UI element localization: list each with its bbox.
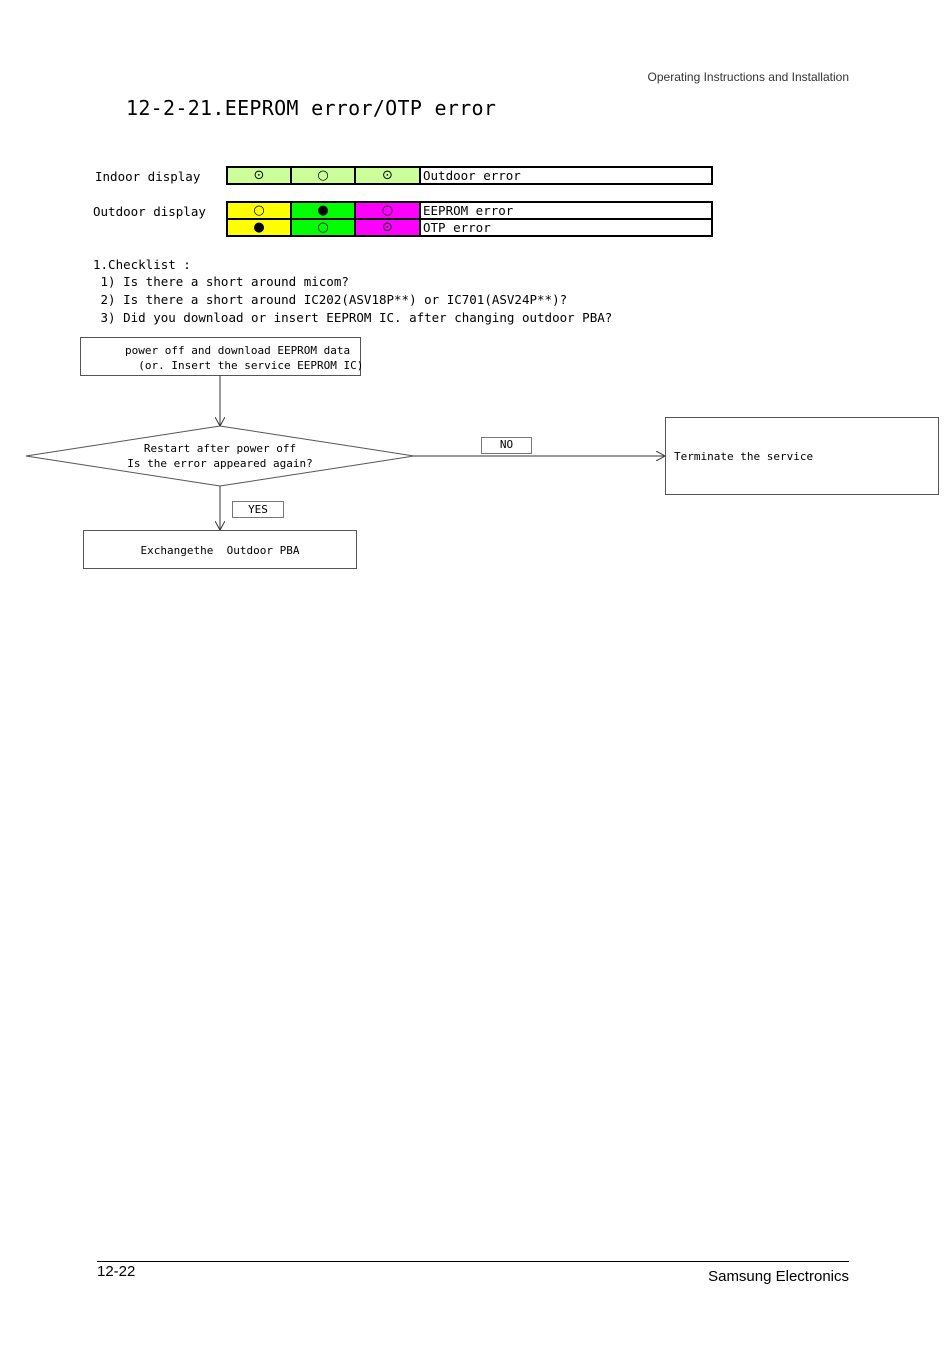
page-number: 12-22	[97, 1263, 136, 1280]
decision-text: Restart after power off Is the error app…	[127, 442, 313, 470]
outdoor-status-otp: OTP error	[419, 218, 713, 237]
section-header: Operating Instructions and Installation	[647, 70, 849, 84]
indoor-led-2: ○	[290, 166, 356, 185]
yes-label: YES	[232, 501, 284, 518]
terminate-box: Terminate the service	[665, 417, 939, 495]
checklist-heading: 1.Checklist :	[93, 257, 191, 272]
checklist-item: 1) Is there a short around micom?	[93, 274, 349, 289]
indoor-led-3: ⊙	[354, 166, 421, 185]
flowchart-connectors	[25, 376, 950, 600]
no-label: NO	[481, 437, 532, 454]
exchange-pba-box: Exchangethe Outdoor PBA	[83, 530, 357, 569]
indoor-status-text: Outdoor error	[419, 166, 713, 185]
start-step-box: power off and download EEPROM data (or. …	[80, 337, 363, 376]
page-title: 12-2-21.EEPROM error/OTP error	[126, 96, 497, 120]
footer-brand: Samsung Electronics	[708, 1268, 849, 1285]
indoor-display-label: Indoor display	[95, 169, 201, 184]
outdoor-display-label: Outdoor display	[93, 204, 206, 219]
outdoor-led-r2-3: ⊙	[354, 218, 421, 237]
checklist-item: 2) Is there a short around IC202(ASV18P*…	[93, 292, 568, 307]
checklist-item: 3) Did you download or insert EEPROM IC.…	[93, 310, 613, 325]
footer-divider	[97, 1261, 849, 1262]
